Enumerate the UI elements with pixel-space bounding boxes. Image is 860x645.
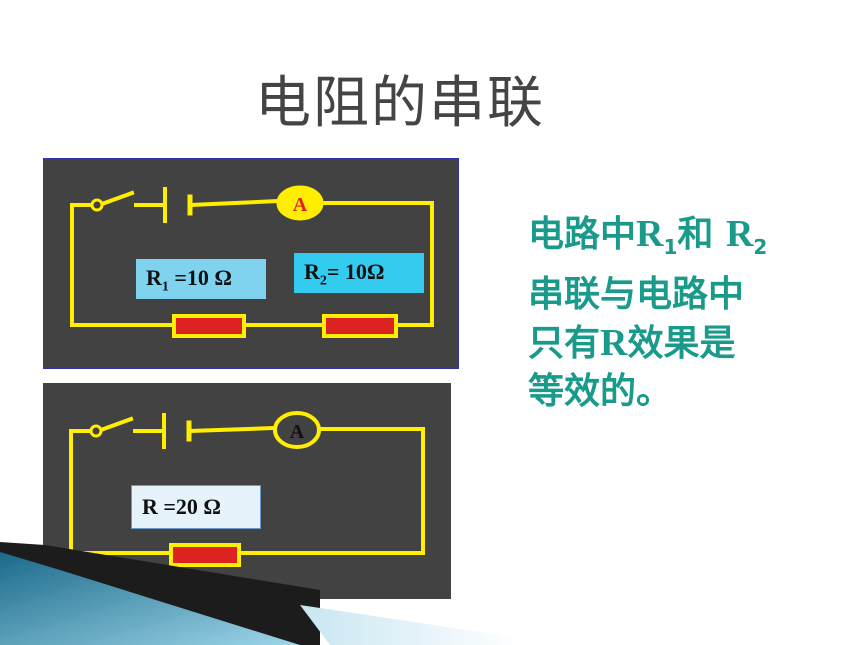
wire-right-bottom — [394, 201, 434, 327]
decorative-swoosh — [0, 542, 520, 645]
wire-battery-ammeter — [187, 198, 282, 208]
resistor-r — [169, 543, 241, 567]
r-symbol: R — [725, 213, 754, 255]
swoosh-light — [300, 605, 520, 645]
ammeter-label: A — [290, 421, 305, 443]
subscript: 2 — [753, 235, 768, 260]
wire-left-bottom — [69, 429, 173, 555]
r-symbol: R — [600, 322, 628, 365]
text-fragment: 只有 — [528, 323, 601, 365]
text-fragment: 和 — [677, 214, 726, 255]
ammeter-icon — [276, 185, 324, 221]
switch-pivot — [89, 424, 103, 438]
wire-battery-ammeter — [186, 425, 278, 434]
r2-symbol: R — [304, 259, 320, 284]
explanation-line-3: 只有R效果是 — [528, 319, 828, 368]
r1-symbol: R — [146, 265, 162, 290]
explanation-line-2: 串联与电路中 — [528, 274, 745, 316]
r1-value: =10 Ω — [168, 265, 233, 290]
swoosh-blue — [0, 552, 300, 645]
ammeter-icon — [273, 411, 321, 449]
resistor-r1 — [172, 314, 246, 338]
text-fragment: 电路中 — [528, 214, 637, 255]
r1-subscript: 1 — [161, 279, 169, 295]
ammeter-label: A — [293, 194, 308, 216]
r2-value: = 10Ω — [326, 259, 385, 284]
r-symbol: R — [636, 213, 664, 255]
text-fragment: 效果是 — [627, 323, 736, 365]
wire-right-bottom — [237, 427, 425, 555]
r2-label-box: R2= 10Ω — [294, 253, 424, 293]
switch-blade — [95, 416, 134, 434]
switch-pivot — [90, 198, 104, 212]
r-label-box: R =20 Ω — [131, 485, 261, 529]
series-circuit-panel: A R1 =10 Ω R2= 10Ω — [43, 158, 459, 369]
slide-title: 电阻的串联 — [255, 71, 545, 136]
wire-top-left — [70, 203, 176, 327]
equivalent-circuit-panel: A R =20 Ω — [43, 383, 451, 599]
explanation-line-4: 等效的。 — [528, 371, 673, 413]
equivalent-circuit-diagram: A — [69, 411, 425, 567]
subscript: 1 — [663, 235, 678, 260]
resistor-r2 — [322, 314, 398, 338]
switch-blade — [96, 190, 135, 208]
r2-subscript: 2 — [319, 273, 327, 289]
series-circuit-diagram: A — [70, 185, 434, 338]
r1-label-box: R1 =10 Ω — [136, 259, 266, 299]
explanation-text: 电路中R1和 R2 串联与电路中 只有R效果是 等效的。 — [528, 210, 828, 416]
explanation-line-1: 电路中R1和 R2 — [528, 210, 828, 271]
